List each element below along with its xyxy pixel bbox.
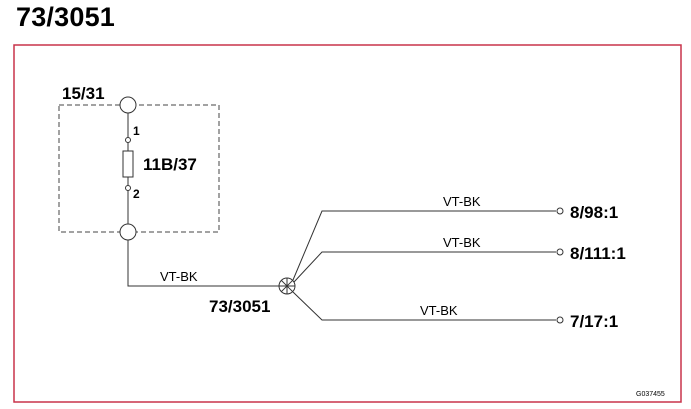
component-dashed-box bbox=[58, 104, 220, 233]
pin-1-label: 1 bbox=[133, 124, 140, 138]
branch-3-wire-color: VT-BK bbox=[420, 303, 458, 318]
top-connector-circle bbox=[119, 96, 137, 114]
branch-1-terminal-label: 8/98:1 bbox=[570, 203, 618, 222]
branch-1-terminal-marker bbox=[556, 207, 564, 215]
splice-symbol bbox=[278, 277, 296, 295]
branch-2-terminal-label: 8/111:1 bbox=[570, 244, 626, 263]
wire-to-splice bbox=[127, 240, 280, 287]
figure-reference: G037455 bbox=[636, 391, 665, 398]
page-title: 73/3051 bbox=[16, 2, 115, 32]
branch-1-wire bbox=[292, 210, 556, 281]
branch-2-wire-color: VT-BK bbox=[443, 235, 481, 250]
branch-2-terminal-marker bbox=[556, 248, 564, 256]
diagram-frame bbox=[13, 44, 682, 403]
pin-2-label: 2 bbox=[133, 187, 140, 201]
branch-2-wire bbox=[293, 251, 556, 283]
pin-2-marker bbox=[125, 185, 131, 191]
bottom-connector-circle bbox=[119, 223, 137, 241]
branch-3-terminal-label: 7/17:1 bbox=[570, 312, 618, 331]
pin-1-marker bbox=[125, 137, 131, 143]
fuse-label: 11B/37 bbox=[143, 155, 197, 174]
branch-1-wire-color: VT-BK bbox=[443, 194, 481, 209]
branch-3-terminal-marker bbox=[556, 316, 564, 324]
component-group-label: 15/31 bbox=[62, 84, 105, 103]
fuse-symbol bbox=[122, 150, 134, 178]
splice-label: 73/3051 bbox=[209, 297, 270, 316]
branch-3-wire bbox=[292, 291, 556, 321]
input-wire-color-label: VT-BK bbox=[160, 269, 198, 284]
